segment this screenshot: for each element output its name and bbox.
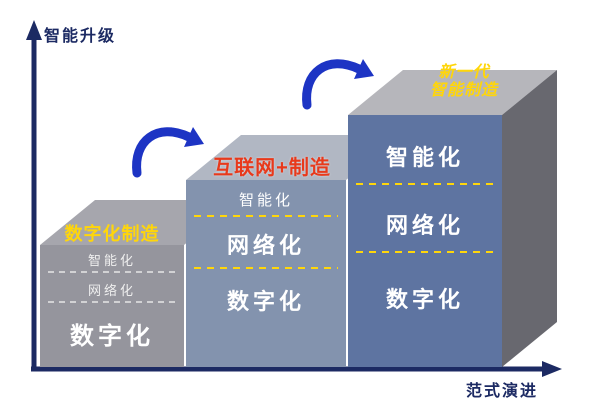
step2-layer-networked: 网络化	[226, 233, 305, 258]
step1-front-face	[40, 245, 184, 367]
x-axis-label: 范式演进	[466, 383, 539, 400]
step2-top-face	[186, 135, 401, 180]
step2-layer-intelligent: 智能化	[238, 192, 293, 209]
step3-side-face	[502, 70, 557, 367]
upgrade-arrow-1-head-icon	[184, 127, 204, 147]
step1-layer-digital: 数字化	[70, 323, 154, 350]
step2-front-face	[186, 180, 346, 367]
step3-top-face	[348, 70, 557, 115]
step3-front-face	[348, 115, 502, 367]
step3-title-line1: 新一代	[438, 64, 490, 81]
step1-layer-intelligent: 智能化	[87, 253, 136, 268]
step2-layer-digital: 数字化	[226, 289, 305, 314]
step3-title: 新一代 智能制造	[390, 64, 538, 100]
upgrade-arrow-2-head-icon	[354, 59, 374, 79]
step3-title-line2: 智能制造	[429, 82, 498, 99]
step3-layer-digital: 数字化	[385, 287, 464, 312]
y-axis-label: 智能升级	[44, 28, 117, 45]
step2-title: 互联网+制造	[213, 157, 331, 179]
upgrade-arrow-1-icon	[132, 127, 194, 178]
y-axis-arrowhead-icon	[26, 20, 42, 40]
step1-title: 数字化制造	[64, 224, 160, 244]
upgrade-arrow-2-icon	[302, 59, 364, 110]
step1-layer-networked: 网络化	[87, 283, 136, 298]
step3-layer-networked: 网络化	[385, 213, 464, 238]
step3-layer-intelligent: 智能化	[385, 145, 464, 170]
x-axis-arrowhead-icon	[542, 361, 562, 377]
